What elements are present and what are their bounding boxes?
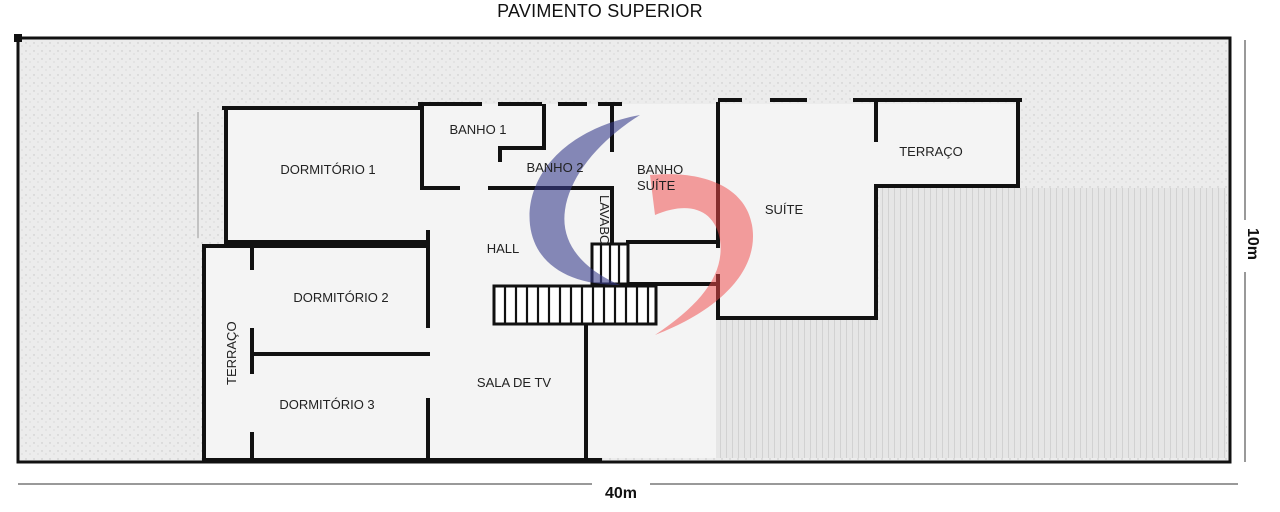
lot-border [16,36,1232,464]
room-label-sala-tv: SALA DE TV [477,375,552,390]
paved-area-center [716,318,882,458]
room-label-dormitorio-2: DORMITÓRIO 2 [293,290,388,305]
room-label-terraco-right: TERRAÇO [899,144,963,159]
room-label-lavabo: LAVABO [597,195,612,245]
stairs [492,242,658,326]
room-label-banho-suite-line2: SUÍTE [637,178,676,193]
room-label-dormitorio-3: DORMITÓRIO 3 [279,397,374,412]
paved-area-right [880,188,1226,458]
walls [202,98,1022,462]
room-label-hall: HALL [487,241,520,256]
room-label-banho-1: BANHO 1 [449,122,506,137]
room-fills [204,104,1018,458]
lot-corner-marker [14,34,22,42]
room-label-banho-suite-line1: BANHO [637,162,683,177]
room-label-terraco-left: TERRAÇO [224,321,239,385]
plan-title: PAVIMENTO SUPERIOR [497,1,703,21]
room-label-banho-2: BANHO 2 [526,160,583,175]
room-label-suite: SUÍTE [765,202,804,217]
dimension-width-label: 40m [605,485,637,502]
room-label-dormitorio-1: DORMITÓRIO 1 [280,162,375,177]
dimension-depth-label: 10m [1244,228,1261,260]
watermark-logo [529,115,754,335]
